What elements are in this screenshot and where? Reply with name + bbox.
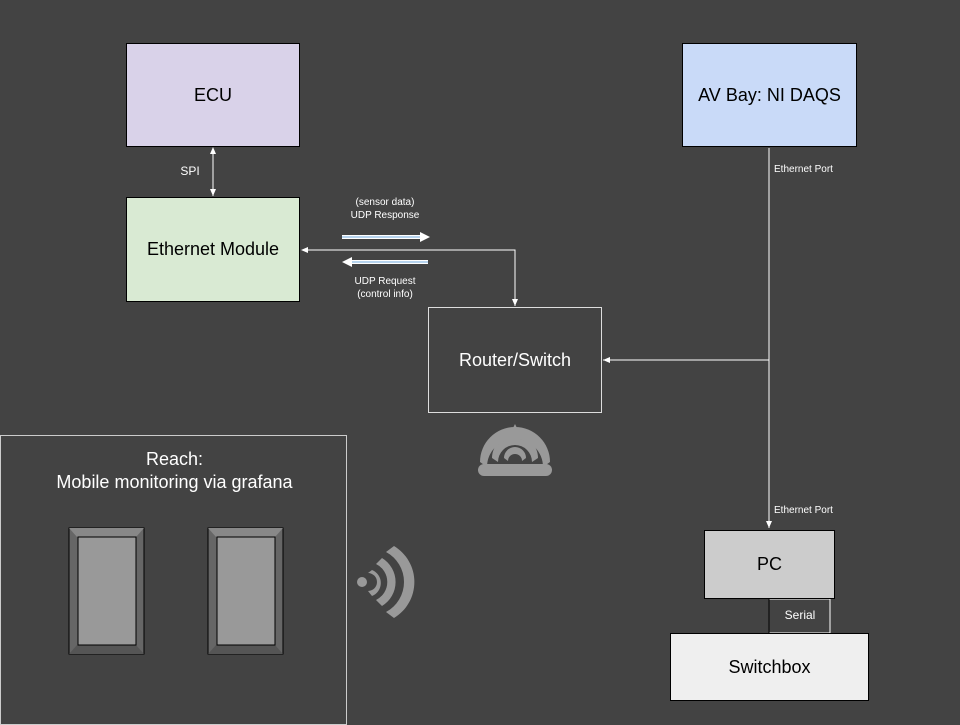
reach-container: Reach: Mobile monitoring via grafana	[0, 435, 347, 725]
reach-title: Reach:	[145, 449, 204, 469]
udp-request-line1: UDP Request	[354, 276, 416, 287]
ethernet-port-label-bottom: Ethernet Port	[774, 505, 833, 516]
router-switch-box: Router/Switch	[428, 307, 602, 413]
udp-response-line2: UDP Response	[350, 209, 420, 221]
reach-subtitle: Mobile monitoring via grafana	[56, 471, 293, 492]
ecu-label: ECU	[193, 84, 232, 105]
ethernet-module-label: Ethernet Module	[146, 239, 280, 259]
udp-request-arrow	[342, 257, 428, 267]
wifi-icon-router	[478, 424, 552, 476]
ethernet-port-label-top: Ethernet Port	[774, 164, 833, 175]
av-bay-label: AV Bay: NI DAQS	[698, 84, 841, 105]
udp-response-label: (sensor data) UDP Response	[330, 197, 440, 222]
av-bay-box: AV Bay: NI DAQS	[682, 43, 857, 147]
udp-request-label: UDP Request (control info)	[330, 276, 440, 301]
tablet-icon	[68, 527, 145, 655]
ethernet-module-box: Ethernet Module	[126, 197, 300, 302]
pc-label: PC	[756, 554, 782, 574]
wifi-icon-reach	[357, 546, 415, 618]
switchbox-label: Switchbox	[728, 656, 811, 677]
pc-box: PC	[704, 530, 835, 599]
router-switch-label: Router/Switch	[458, 349, 572, 370]
udp-request-line2: (control info)	[357, 288, 413, 300]
udp-response-arrow	[342, 232, 430, 242]
udp-response-line1: (sensor data)	[355, 197, 415, 208]
switchbox-box: Switchbox	[670, 633, 869, 701]
tablet-icon	[207, 527, 284, 655]
ecu-box: ECU	[126, 43, 300, 147]
module-router-connector	[301, 247, 518, 306]
spi-label: SPI	[180, 164, 200, 178]
serial-label: Serial	[784, 608, 816, 622]
